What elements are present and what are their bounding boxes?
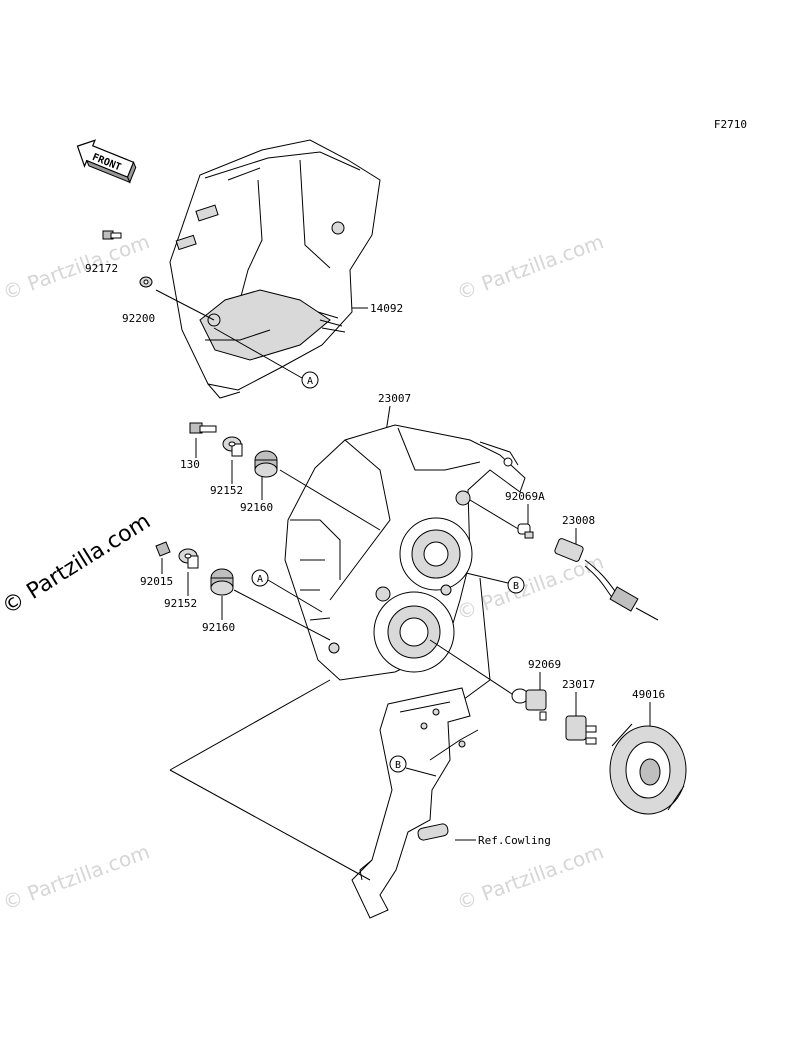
watermark: © Partzilla.com: [0, 229, 153, 304]
label-92069A: 92069A: [505, 490, 545, 503]
label-49016: 49016: [632, 688, 665, 701]
damper-92160-lower-icon: [210, 568, 234, 596]
damper-92160-upper-icon: [254, 450, 278, 478]
callout-b-label: B: [513, 581, 519, 592]
label-92069: 92069: [528, 658, 561, 671]
label-130: 130: [180, 458, 200, 471]
bolt-92172-icon: [102, 230, 122, 240]
label-92152-upper: 92152: [210, 484, 243, 497]
clip-92015-icon: [155, 541, 171, 557]
bulb-92069A-icon: [517, 523, 534, 539]
socket-23017-icon: [565, 715, 597, 745]
label-23008: 23008: [562, 514, 595, 527]
headlight-unit: [284, 424, 526, 681]
reference-label: Ref.Cowling: [478, 834, 551, 847]
front-arrow-icon: FRONT: [76, 139, 137, 184]
callout-b-lower: [389, 755, 407, 773]
label-23007: 23007: [378, 392, 411, 405]
label-14092: 14092: [370, 302, 403, 315]
callout-b-label: B: [395, 760, 401, 771]
mounting-bracket: [351, 687, 479, 919]
socket-23008-icon: [554, 538, 659, 621]
label-92172: 92172: [85, 262, 118, 275]
callout-b-upper: [507, 576, 525, 594]
figure-code: F2710: [714, 118, 747, 131]
label-92160-lower: 92160: [202, 621, 235, 634]
label-92200: 92200: [122, 312, 155, 325]
collar-92152-upper-icon: [222, 436, 243, 457]
label-92015: 92015: [140, 575, 173, 588]
label-92152-lower: 92152: [164, 597, 197, 610]
watermark: © Partzilla.com: [0, 839, 153, 914]
watermark: © Partzilla.com: [454, 229, 607, 304]
bolt-130-icon: [189, 422, 217, 434]
watermark: © Partzilla.com: [454, 549, 607, 624]
label-23017: 23017: [562, 678, 595, 691]
collar-92152-lower-icon: [178, 548, 199, 569]
washer-92200-icon: [139, 276, 153, 288]
label-92160-upper: 92160: [240, 501, 273, 514]
callout-a-label: A: [257, 574, 263, 585]
boot-49016-icon: [609, 723, 687, 815]
headlight-cover: [169, 139, 381, 399]
callout-a-lower: [251, 569, 269, 587]
watermark: © Partzilla.com: [454, 839, 607, 914]
callout-a-label: A: [307, 376, 313, 387]
watermark-dark: © Partzilla.com: [0, 509, 155, 620]
bulb-92069-icon: [511, 688, 547, 721]
callout-a-upper: [301, 371, 319, 389]
